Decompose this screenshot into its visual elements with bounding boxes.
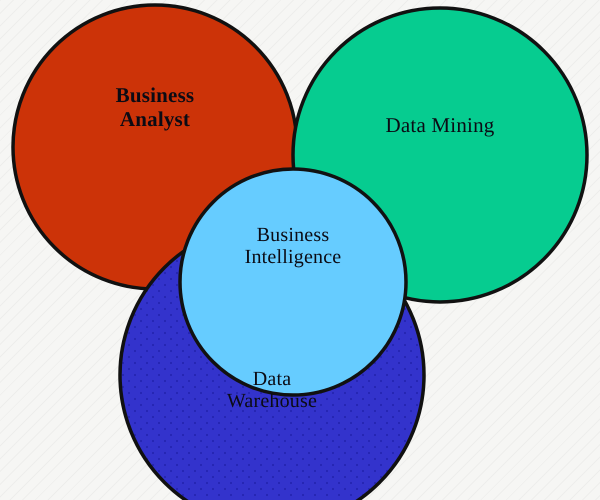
circle-business-intelligence[interactable] [178, 167, 408, 397]
